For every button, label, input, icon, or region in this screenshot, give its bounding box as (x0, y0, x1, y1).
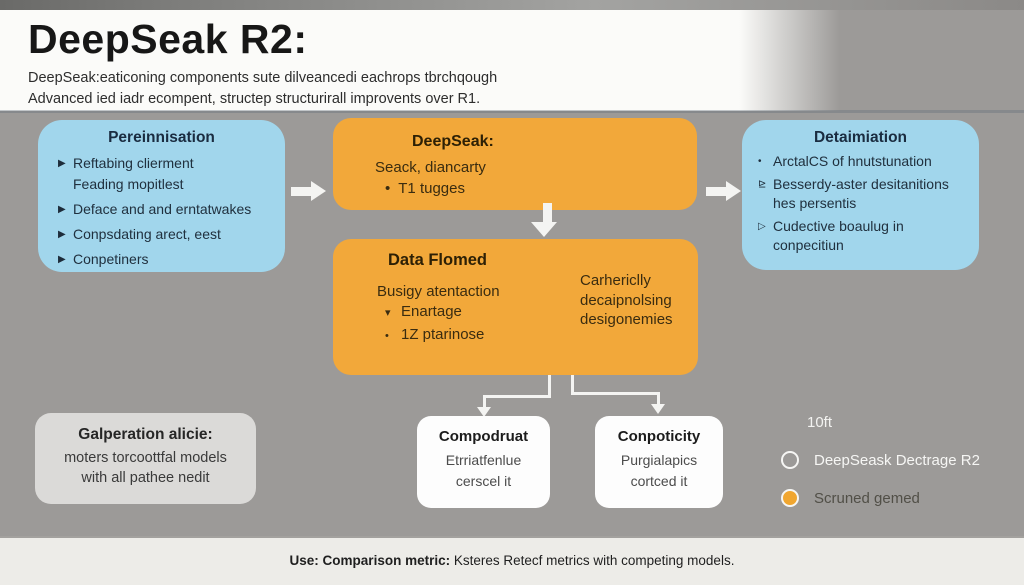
footer-regular-text: Ksteres Retecf metrics with competing mo… (450, 553, 735, 568)
connector-line (657, 392, 660, 405)
galperation-line: with all pathee nedit (81, 470, 210, 486)
footer-bold-text: Use: Comparison metric: (289, 553, 451, 568)
bullet-icon: ▾ (385, 307, 391, 319)
dataflow-right-text: Carhericlly decaipnolsing desigonemies (580, 271, 673, 330)
connector-line (548, 375, 551, 398)
deepseak-bullet-row: • T1 tugges (385, 180, 465, 197)
footer-bar: Use: Comparison metric: Ksteres Retecf m… (0, 536, 1024, 585)
arrow-stem (543, 203, 552, 222)
list-item-text: Deface and and erntatwakes (73, 201, 252, 217)
bullet-icon: ▷ (758, 220, 766, 232)
arrow-head (726, 181, 741, 201)
arrow-stem (291, 187, 311, 196)
list-item: • ArctalCS of hnutstunation (758, 152, 973, 172)
legend-swatch-icon (781, 451, 799, 469)
list-item-text: Enartage (401, 303, 462, 320)
dataflow-box: Data Flomed Busigy atentaction ▾ Enartag… (333, 239, 698, 375)
dot-bullet-icon: • (385, 180, 391, 197)
galperation-text: moters torcoottfal models with all pathe… (35, 448, 256, 488)
connector-line (571, 375, 574, 395)
bullet-icon: • (758, 156, 762, 167)
legend-swatch-icon (781, 489, 799, 507)
list-item: ▶ Conpsdating arect, eest (58, 224, 277, 245)
arrow-stem (706, 187, 726, 196)
connector-line (483, 395, 486, 408)
arrow-head (531, 222, 557, 237)
legend-heading: 10ft (807, 414, 833, 431)
list-item: ▾ Enartage (385, 304, 484, 322)
legend-label: DeepSeask Dectrage R2 (814, 451, 980, 469)
bullet-icon: • (385, 330, 389, 342)
galperation-box: Galperation alicie: moters torcoottfal m… (35, 413, 256, 504)
galperation-line: moters torcoottfal models (64, 450, 227, 466)
deepseak-bullet-text: T1 tugges (398, 180, 465, 197)
detaimiation-title: Detaimiation (813, 129, 907, 146)
header-subtitle-line2: Advanced ied iadr ecompent, structep str… (28, 91, 481, 107)
dataflow-title: Data Flomed (388, 251, 488, 269)
connector-line (571, 392, 660, 395)
list-item: ▶ Conpetiners (58, 249, 277, 270)
dataflow-bullet-list: ▾ Enartage • 1Z ptarinose (385, 304, 484, 350)
triangle-bullet-icon: ▶ (58, 229, 66, 240)
arrow-down-icon (531, 203, 562, 237)
conpoticity-box: Conpoticity Purgialapics cortced it (595, 416, 723, 508)
conpoticity-line: cortced it (630, 473, 688, 489)
arrow-right-icon (706, 181, 742, 202)
detaimiation-box: Detaimiation • ArctalCS of hnutstunation… (742, 120, 979, 270)
header-divider (0, 110, 1024, 113)
compodruat-box: Compodruat Etrriatfenlue cerscel it (417, 416, 550, 508)
list-item-text: ArctalCS of hnutstunation (773, 153, 932, 169)
list-item: ▶ Deface and and erntatwakes (58, 199, 277, 220)
conpoticity-line: Purgialapics (620, 452, 698, 468)
compodruat-text: Etrriatfenlue cerscel it (417, 450, 550, 492)
list-item: • 1Z ptarinose (385, 327, 484, 345)
legend-item: DeepSeask Dectrage R2 (781, 451, 980, 469)
connector-line (483, 395, 551, 398)
dataflow-right-line: decaipnolsing (580, 291, 672, 309)
detaimiation-list: • ArctalCS of hnutstunation ⊵ Besserdy-a… (742, 147, 979, 256)
compodruat-line: cerscel it (455, 473, 512, 489)
legend-label: Scruned gemed (814, 489, 920, 507)
legend-item: Scruned gemed (781, 489, 980, 507)
legend: 10ft DeepSeask Dectrage R2 Scruned gemed (781, 414, 980, 507)
triangle-bullet-icon: ▶ (58, 204, 66, 215)
list-item-text: Conpetiners (73, 251, 149, 267)
footer-text: Use: Comparison metric: Ksteres Retecf m… (0, 538, 1024, 568)
bullet-icon: ⊵ (758, 178, 767, 190)
conpoticity-title: Conpoticity (617, 428, 701, 445)
legend-items: DeepSeask Dectrage R2 Scruned gemed (781, 451, 980, 507)
dataflow-right-line: desigonemies (580, 311, 673, 328)
pretraining-title: Pereinnisation (108, 129, 215, 146)
arrow-head (311, 181, 326, 201)
header-panel: DeepSeak R2: DeepSeak:eaticoning compone… (0, 10, 840, 111)
compodruat-line: Etrriatfenlue (445, 452, 522, 468)
deepseak-box: DeepSeak: Seack, diancarty • T1 tugges (333, 118, 697, 210)
list-item-text: Conpsdating arect, eest (73, 226, 221, 242)
conpoticity-text: Purgialapics cortced it (595, 450, 723, 492)
triangle-bullet-icon: ▶ (58, 254, 66, 265)
compodruat-title: Compodruat (438, 428, 529, 445)
top-gradient-bar (0, 0, 1024, 10)
connector-arrowhead-icon (651, 404, 665, 414)
triangle-bullet-icon: ▶ (58, 158, 66, 169)
arrow-right-icon (291, 181, 327, 202)
dataflow-left-line: Busigy atentaction (377, 283, 500, 300)
deepseak-title: DeepSeak: (412, 133, 494, 150)
dataflow-right-line: Carhericlly (580, 272, 651, 289)
page-title: DeepSeak R2: (28, 16, 308, 62)
galperation-title: Galperation alicie: (78, 426, 213, 443)
list-item-text: 1Z ptarinose (401, 326, 485, 343)
header-subtitle-line1: DeepSeak:eaticoning components sute dilv… (28, 70, 498, 86)
deepseak-line: Seack, diancarty (375, 159, 486, 176)
connector-arrowhead-icon (477, 407, 491, 417)
